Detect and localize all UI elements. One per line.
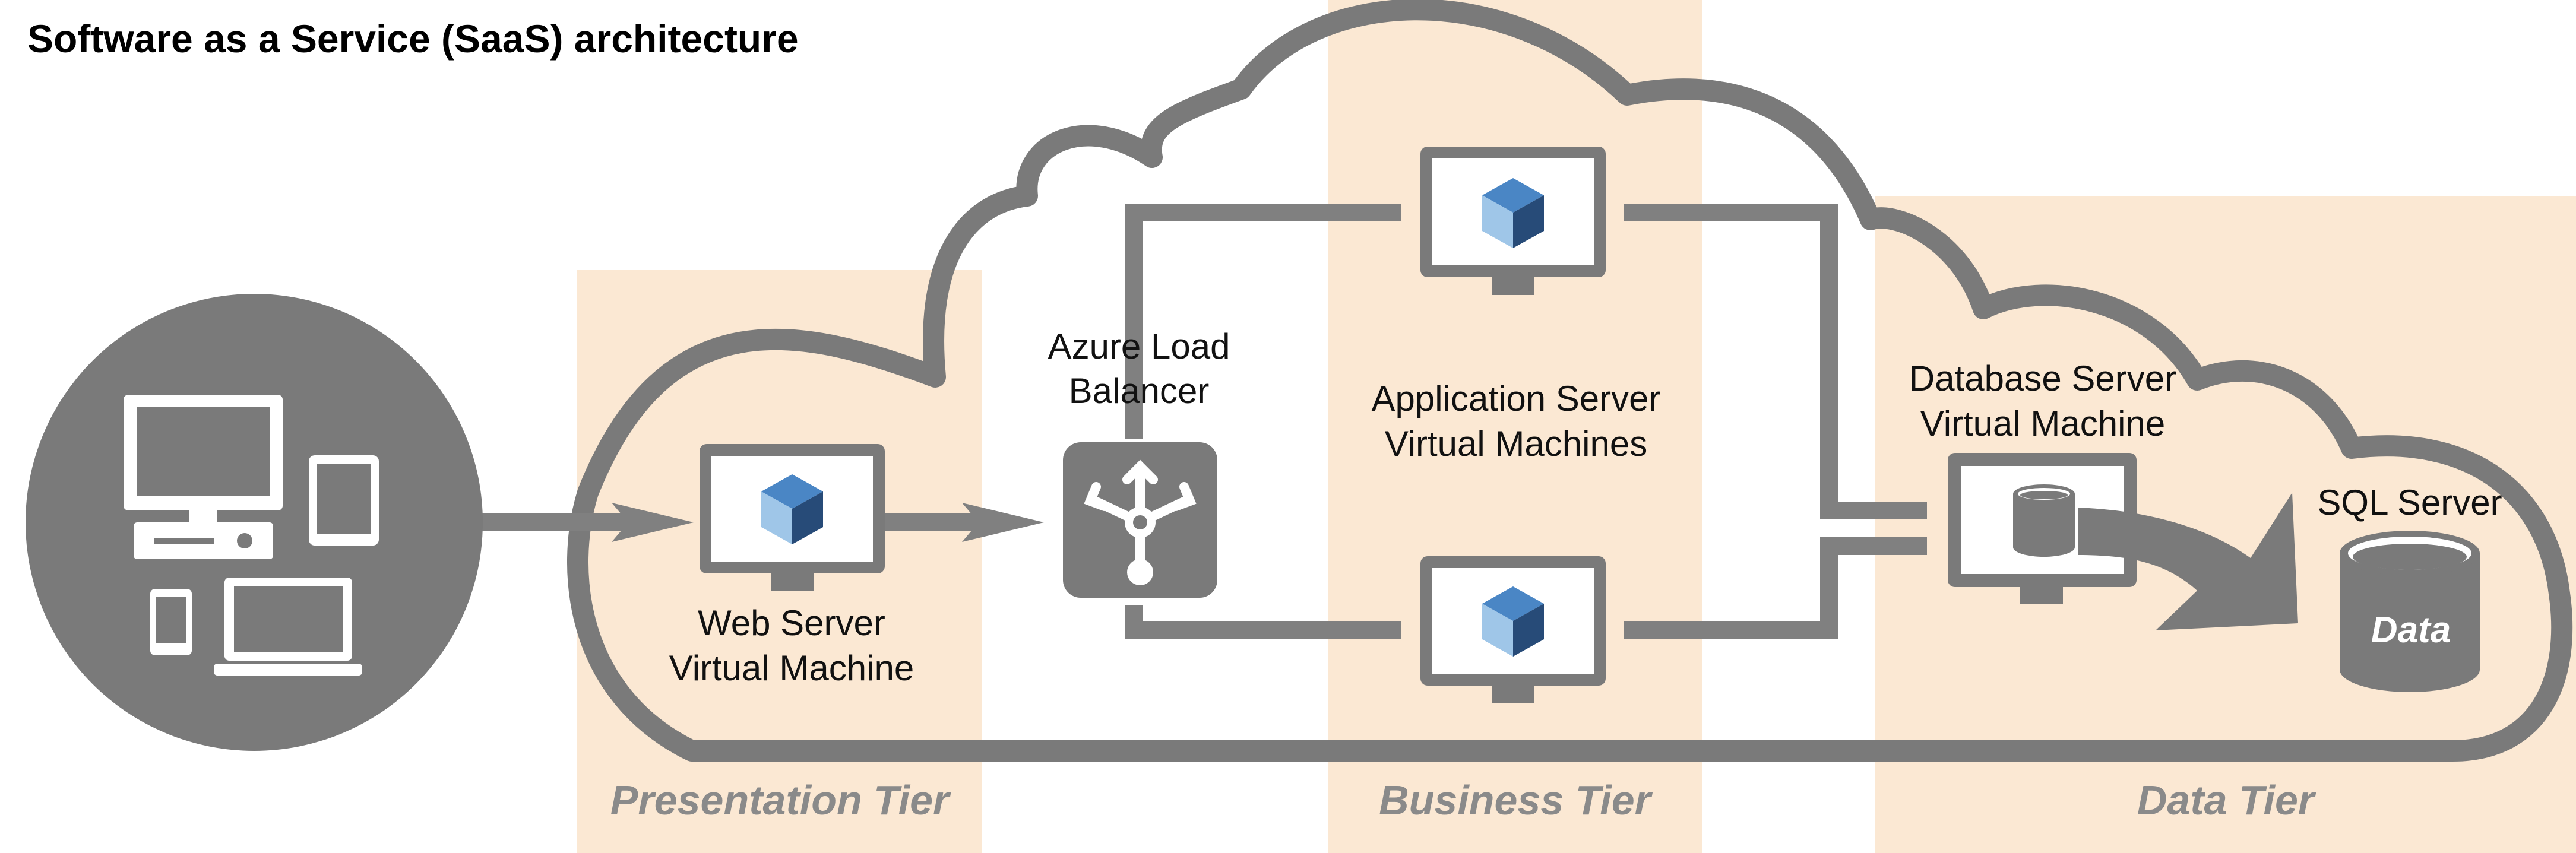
cloud-icon [567, 0, 2573, 762]
sql-server-label: SQL Server [2317, 483, 2502, 522]
presentation-tier-label: Presentation Tier [610, 777, 951, 823]
data-tier-label: Data Tier [2137, 777, 2316, 823]
database-icon [2340, 531, 2480, 692]
app-top-to-db-line [1624, 204, 1927, 519]
connector-lines [457, 204, 1927, 639]
app-servers-label-line1: Application Server [1372, 379, 1661, 418]
app-bottom-to-db-line [1624, 537, 1927, 639]
load-balancer-icon [1063, 442, 1217, 598]
load-balancer-label-line2: Balancer [1069, 371, 1210, 411]
web-server-label-line1: Web Server [698, 603, 885, 643]
business-tier-band [1328, 0, 1702, 853]
arrowhead-to-web [612, 503, 694, 542]
db-to-sql-arrow [2078, 493, 2298, 630]
web-server-label-line2: Virtual Machine [669, 648, 914, 688]
arrowhead-to-lb [962, 503, 1044, 542]
lb-to-app-top-line [1125, 204, 1401, 439]
db-server-label-line1: Database Server [1909, 359, 2176, 398]
sql-data-label: Data [2371, 610, 2451, 651]
business-tier-label: Business Tier [1379, 777, 1653, 823]
app-servers-label-line2: Virtual Machines [1385, 424, 1647, 464]
app-server-top-monitor-icon [1420, 147, 1606, 295]
page-title: Software as a Service (SaaS) architectur… [27, 17, 799, 61]
lb-to-app-bottom-line [1125, 605, 1401, 639]
app-server-bottom-monitor-icon [1420, 556, 1606, 703]
db-server-label-line2: Virtual Machine [1920, 404, 2165, 443]
load-balancer-label-line1: Azure Load [1048, 326, 1230, 366]
web-server-monitor-icon [700, 444, 885, 591]
client-devices-icon [26, 294, 483, 751]
